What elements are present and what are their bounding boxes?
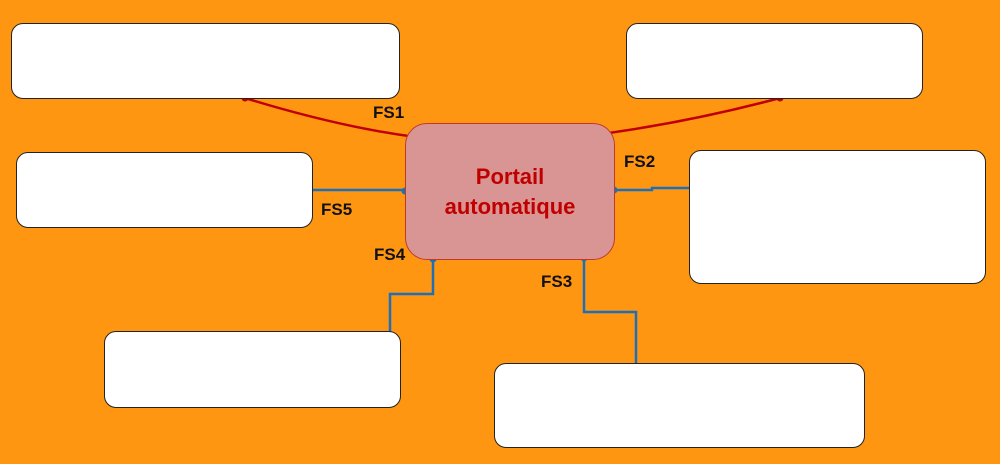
- label-fs4: FS4: [374, 245, 406, 264]
- box-bottom-right: [494, 363, 865, 448]
- center-title-line2: automatique: [444, 193, 576, 219]
- box-mid-left: [16, 152, 313, 228]
- box-top-right: [626, 23, 923, 99]
- box-mid-right: [689, 150, 986, 284]
- label-fs5: FS5: [321, 200, 353, 219]
- box-top-left: [11, 23, 400, 99]
- label-fs3: FS3: [541, 272, 573, 291]
- fs3-link: [582, 258, 638, 363]
- fs4-link: [388, 259, 435, 332]
- center-node: Portail automatique: [405, 123, 615, 260]
- box-bottom-left: [104, 331, 401, 408]
- label-fs2: FS2: [624, 152, 656, 171]
- center-title-line1: Portail: [475, 163, 545, 189]
- label-fs1: FS1: [373, 103, 405, 122]
- fs2-link: [614, 186, 690, 192]
